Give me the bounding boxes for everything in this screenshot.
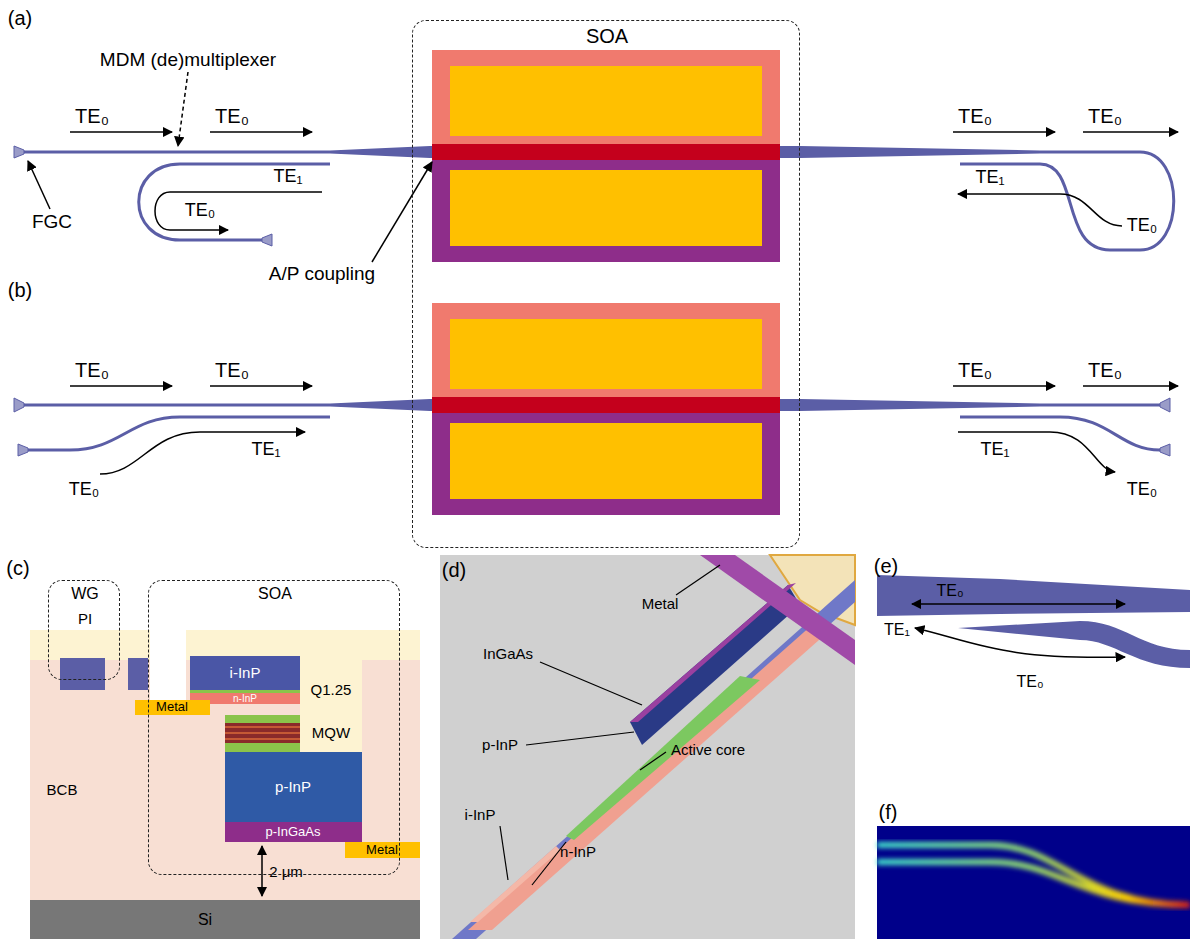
figure-label: p-InP: [482, 737, 518, 754]
taper-3d-view: [440, 555, 855, 939]
figure-label: TE₀: [69, 480, 99, 500]
figure-label: 2 μm: [269, 864, 303, 881]
figure-label: Q1.25: [311, 682, 352, 699]
soa-electrodes: [432, 50, 780, 515]
figure-label: FGC: [32, 212, 72, 233]
figure-label: MDM (de)multiplexer: [100, 50, 276, 71]
dashed-region: SOA: [412, 20, 800, 548]
figure-label: TE₁: [251, 440, 280, 460]
figure-label: TE₀: [1088, 359, 1122, 381]
figure-label: Metal: [156, 700, 188, 714]
dashed-region: WG PI: [48, 580, 120, 680]
figure-label: p-InP: [275, 779, 311, 796]
region-label: SOA: [586, 25, 628, 47]
mode-arrows: [28, 72, 1178, 474]
figure-label: TE₀: [75, 359, 109, 381]
figure-label: TE₁: [884, 621, 910, 639]
dashed-region: SOA: [148, 580, 400, 875]
figure-label: TE₀: [1016, 673, 1043, 691]
figure-label: (d): [442, 559, 466, 581]
figure-label: i-InP: [230, 665, 261, 682]
figure-label: TE₀: [936, 582, 963, 600]
figure-label: BCB: [47, 782, 78, 799]
figure-label: A/P coupling: [269, 264, 375, 285]
figure-label: (f): [879, 801, 898, 823]
region-label: WG: [71, 585, 99, 603]
figure-label: TE₀: [958, 359, 992, 381]
figure-label: n-InP: [233, 693, 257, 704]
region-label: PI: [78, 611, 92, 628]
figure-label: MQW: [312, 725, 350, 742]
figure-label: Metal: [366, 843, 398, 857]
figure-label: TE₀: [75, 105, 109, 127]
figure-label: n-InP: [560, 844, 596, 861]
figure-label: InGaAs: [483, 646, 533, 663]
figure-label: TE₀: [1088, 105, 1122, 127]
figure-label: Si: [198, 911, 212, 929]
region-label: SOA: [258, 585, 292, 603]
figure-label: (b): [8, 279, 32, 301]
figure-label: TE₁: [273, 167, 302, 187]
grating-coupler: [14, 146, 1170, 456]
figure-label: Metal: [642, 596, 679, 613]
figure-label: TE₀: [185, 201, 215, 221]
figure-label: TE₀: [215, 105, 249, 127]
figure-label: (a): [8, 7, 32, 29]
figure-label: TE₀: [1127, 216, 1157, 236]
figure-label: (e): [874, 555, 898, 577]
figure-label: TE₁: [980, 440, 1009, 460]
figure-label: Active core: [671, 742, 745, 759]
cross-section: [30, 630, 420, 939]
figure-label: i-InP: [465, 807, 496, 824]
figure-label: (c): [6, 557, 29, 579]
coupler-detail: [877, 575, 1190, 668]
figure-label: TE₀: [1127, 480, 1157, 500]
mode-field-simulation: [877, 826, 1190, 939]
figure-label: TE₀: [215, 359, 249, 381]
figure-label: TE₀: [958, 105, 992, 127]
figure-label: p-InGaAs: [266, 825, 321, 839]
figure-label: TE₁: [975, 168, 1004, 188]
